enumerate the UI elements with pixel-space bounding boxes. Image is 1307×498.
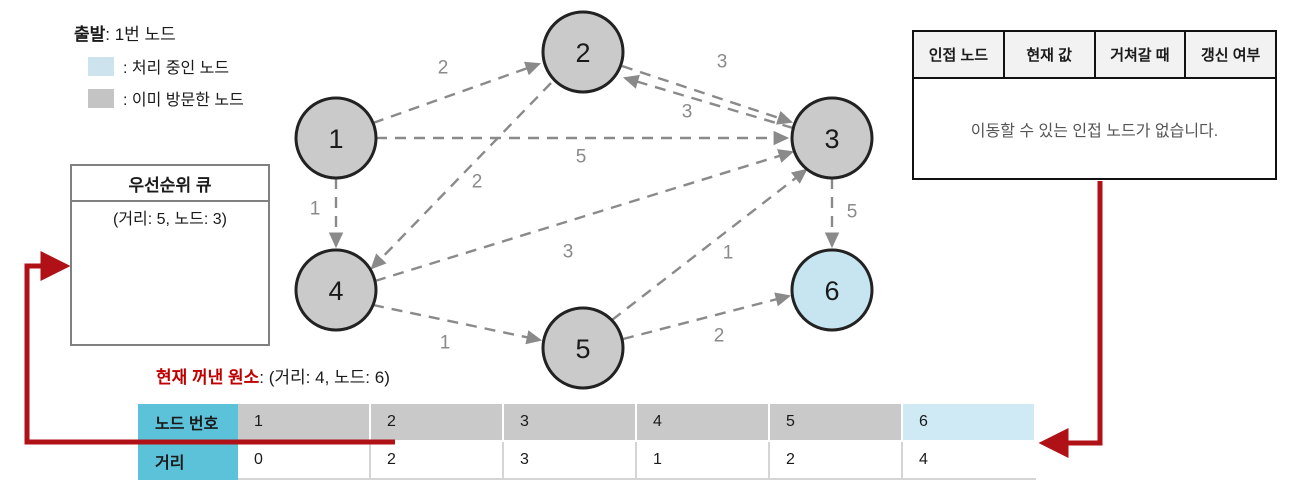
graph-node-3-label: 3 <box>824 124 839 154</box>
red-arrow-to-distance-table <box>1038 181 1103 458</box>
distance-value-cell-6: 4 <box>903 442 1036 480</box>
distance-node-cell-1: 1 <box>238 404 371 442</box>
weight-1-4: 1 <box>310 199 321 220</box>
weight-5-3: 1 <box>723 243 734 264</box>
weight-4-3: 3 <box>563 242 574 263</box>
distance-node-cell-2: 2 <box>371 404 504 442</box>
graph-node-4-label: 4 <box>328 276 343 306</box>
graph-node-2[interactable] <box>541 10 625 94</box>
priority-queue-item: (거리: 5, 노드: 3) <box>112 211 227 228</box>
legend-item-processing: : 처리 중인 노드 <box>74 52 334 80</box>
distance-value-cell-3: 3 <box>504 442 637 480</box>
weight-2-4: 2 <box>472 172 483 193</box>
edge-3-2 <box>622 74 794 130</box>
legend-item-visited: : 이미 방문한 노드 <box>74 84 334 112</box>
graph-node-1-label: 1 <box>328 124 343 154</box>
edge-4-3 <box>374 149 795 283</box>
weight-5-6: 2 <box>714 326 725 347</box>
distance-node-cell-6: 6 <box>903 404 1036 442</box>
weight-3-2: 3 <box>682 102 693 123</box>
edge-4-5 <box>372 303 543 345</box>
distance-table-label-distance: 거리 <box>138 442 238 480</box>
graph-nodes: 1 2 3 4 5 6 <box>294 10 874 390</box>
edge-5-3 <box>611 168 808 321</box>
current-element-value: : (거리: 4, 노드: 6) <box>259 368 390 387</box>
distance-table: 노드 번호 1 2 3 4 5 6 거리 0 2 3 1 2 4 <box>138 404 1038 480</box>
light-blue-square-icon <box>88 56 114 76</box>
legend: 출발: 1번 노드 : 처리 중인 노드 : 이미 방문한 노드 <box>74 22 334 112</box>
adjacency-header-node: 인접 노드 <box>914 32 1005 77</box>
adjacency-header-current: 현재 값 <box>1005 32 1096 77</box>
distance-value-cell-4: 1 <box>637 442 770 480</box>
gray-square-icon <box>88 88 114 108</box>
graph-edges <box>328 61 840 345</box>
priority-queue-body: (거리: 5, 노드: 3) <box>72 202 268 233</box>
distance-value-cell-2: 2 <box>371 442 504 480</box>
legend-label-visited: : 이미 방문한 노드 <box>123 92 244 109</box>
priority-queue-box: 우선순위 큐 (거리: 5, 노드: 3) <box>70 164 270 346</box>
edge-2-3 <box>621 64 794 125</box>
priority-queue-title: 우선순위 큐 <box>72 166 268 202</box>
graph-node-6[interactable] <box>790 248 874 332</box>
distance-node-cell-5: 5 <box>770 404 903 442</box>
distance-value-cell-1: 0 <box>238 442 371 480</box>
weight-1-3: 5 <box>576 147 587 168</box>
adjacency-table-header-row: 인접 노드 현재 값 거쳐갈 때 갱신 여부 <box>914 32 1275 79</box>
adjacency-header-via: 거쳐갈 때 <box>1096 32 1187 77</box>
weight-2-3: 3 <box>717 52 728 73</box>
distance-table-distance-row: 거리 0 2 3 1 2 4 <box>138 442 1038 480</box>
adjacency-table: 인접 노드 현재 값 거쳐갈 때 갱신 여부 이동할 수 있는 인접 노드가 없… <box>912 30 1277 180</box>
graph-node-4[interactable] <box>294 248 378 332</box>
distance-table-node-row: 노드 번호 1 2 3 4 5 6 <box>138 404 1038 442</box>
graph-node-5-label: 5 <box>575 334 590 364</box>
weight-4-5: 1 <box>440 333 451 354</box>
edge-1-2 <box>372 61 542 125</box>
weight-1-2: 2 <box>438 58 449 79</box>
legend-label-processing: : 처리 중인 노드 <box>123 60 230 77</box>
graph-node-5[interactable] <box>541 306 625 390</box>
distance-node-cell-3: 3 <box>504 404 637 442</box>
graph-node-6-label: 6 <box>824 276 839 306</box>
distance-table-label-node: 노드 번호 <box>138 404 238 442</box>
legend-start-keyword: 출발 <box>74 25 106 44</box>
distance-node-cell-4: 4 <box>637 404 770 442</box>
distance-value-cell-5: 2 <box>770 442 903 480</box>
adjacency-empty-message: 이동할 수 있는 인접 노드가 없습니다. <box>970 122 1219 140</box>
graph-node-3[interactable] <box>790 96 874 180</box>
adjacency-table-body: 이동할 수 있는 인접 노드가 없습니다. <box>914 79 1275 178</box>
legend-start-text: : 1번 노드 <box>105 25 176 44</box>
edge-5-6 <box>622 292 792 341</box>
adjacency-header-update: 갱신 여부 <box>1200 47 1261 64</box>
current-element-line: 현재 꺼낸 원소: (거리: 4, 노드: 6) <box>156 363 390 388</box>
graph-edge-weights: 2 5 1 2 3 3 5 3 1 1 2 <box>310 52 858 354</box>
edge-2-4 <box>370 82 552 270</box>
legend-start-line: 출발: 1번 노드 <box>74 22 334 48</box>
weight-3-6: 5 <box>847 202 858 223</box>
graph-node-2-label: 2 <box>575 38 590 68</box>
current-element-keyword: 현재 꺼낸 원소 <box>156 368 260 387</box>
